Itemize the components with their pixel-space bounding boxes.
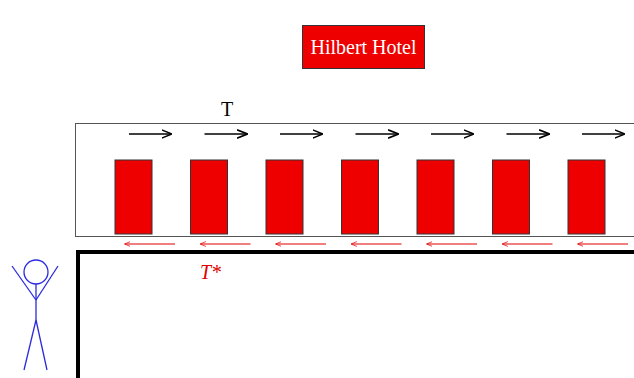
adjoint-arrow xyxy=(503,244,553,245)
room-door xyxy=(266,160,303,234)
hotel-doors xyxy=(115,160,605,234)
title-text: Hilbert Hotel xyxy=(310,36,416,59)
shift-arrow xyxy=(205,133,247,135)
shift-arrow xyxy=(431,133,473,135)
room-door xyxy=(115,160,152,234)
adjoint-arrow xyxy=(578,244,628,245)
ground-line xyxy=(78,252,634,378)
shift-arrow xyxy=(280,133,322,135)
shift-arrow xyxy=(582,133,624,135)
room-door xyxy=(493,160,530,234)
shift-arrows xyxy=(125,134,628,244)
adjoint-arrow xyxy=(352,244,402,245)
stick-figure xyxy=(12,260,58,370)
shift-arrow xyxy=(356,133,398,135)
room-door xyxy=(191,160,228,234)
title-box: Hilbert Hotel xyxy=(302,25,425,69)
room-door xyxy=(342,160,379,234)
room-door xyxy=(568,160,605,234)
adjoint-arrow xyxy=(201,244,251,245)
room-door xyxy=(417,160,454,234)
operator-label: T xyxy=(221,99,233,119)
adjoint-label: T* xyxy=(200,262,221,282)
adjoint-arrow xyxy=(125,244,175,245)
adjoint-arrow xyxy=(427,244,477,245)
shift-arrow xyxy=(129,133,171,135)
adjoint-arrow xyxy=(276,244,326,245)
hotel-corridor xyxy=(76,124,634,237)
shift-arrow xyxy=(507,133,549,135)
